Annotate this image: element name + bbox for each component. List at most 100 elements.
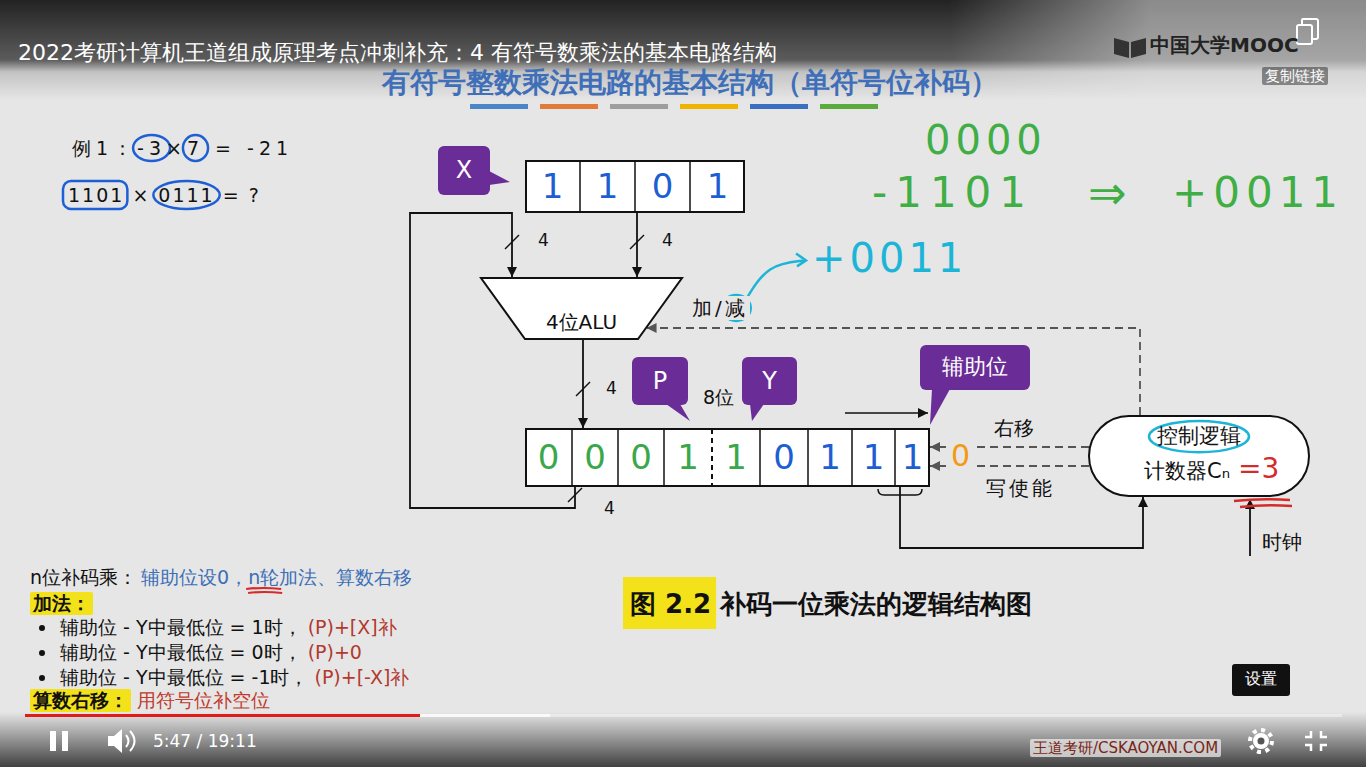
figure-caption-box: 图 2.2 补码一位乘法的逻辑结构图 [630,589,1032,620]
edge-label: 写使能 [984,476,1057,500]
cell-divider [617,429,619,486]
example-text-box: 例1：-3×7 = -21 [72,137,293,160]
callout-tag: Y [742,357,797,405]
rect-part [820,104,878,109]
edge-label: 加/减 [690,296,750,320]
fullscreen-icon [1305,731,1327,751]
handwritten-note: +0011 [812,234,967,282]
rect-part [25,714,1342,717]
data-bus-line [410,213,575,508]
red-underline [1234,499,1292,507]
rule-text-box: 辅助位设0，n轮加法、算数右移 [141,566,412,589]
rule-text: 辅助位 - Y中最低位 = 1时， [60,616,302,639]
cell-divider [851,429,853,486]
handwritten-note-box: 0000 [925,116,1047,164]
rule-heading: 算数右移： [30,689,131,712]
watermark: 王道考研/CSKAOYAN.COM [1030,739,1221,757]
cell-divider [571,429,573,486]
slide-title: 有符号整数乘法电路的基本结构（单符号位补码） [382,66,998,100]
node-text: 1 [690,166,745,207]
edge-label-box: 写使能 [984,476,1057,500]
callout-body [920,345,1030,390]
callout-body [742,357,797,405]
edge-label: 4 [660,230,675,250]
edge-label-box: 加/减 [690,296,750,320]
edge-label: 右移 [992,416,1036,440]
node-text: P [632,367,688,396]
cell-divider [759,429,761,486]
color-bar [470,104,878,109]
time-display-box: 5:47 / 19:11 [153,731,257,751]
rect-part [750,104,808,109]
rule-text-box: (P)+[-X]补 [314,666,409,689]
alu-outline [481,278,682,339]
path-part [1305,745,1311,751]
path-part [130,731,135,751]
path-part [1321,745,1327,751]
progress-bar [25,714,1342,717]
bus-width: 4 [604,498,615,518]
node-text: 1 [895,437,930,478]
edge-label-box: 4 [604,378,619,398]
rect-part [50,731,56,751]
rect-part [25,714,420,717]
data-bus-line [582,340,584,428]
bottom-shade [0,712,1366,767]
callout-body [632,357,688,405]
callout-tag: X [438,146,490,195]
path-part [1321,731,1327,737]
figure-caption: 图 2.2 补码一位乘法的逻辑结构图 [630,589,1032,620]
circle-part [39,675,45,681]
node-text: 1 [580,166,635,207]
circle-part [1258,738,1265,745]
node-text: 辅助位 [920,354,1030,380]
rect-part [610,104,668,109]
handwritten-note: +0011 [1172,168,1344,218]
rule-text: n位补码乘： [30,566,137,589]
node-text: X [438,156,490,185]
volume-icon [108,729,135,753]
rule-text-box: 辅助位 - Y中最低位 = 0时， [60,641,302,664]
node-text: 0 [618,437,664,478]
node-text: 计数器Cₙ [1144,459,1230,484]
path-part [126,735,129,747]
platform-logo: 中国大学MOOC [1150,33,1299,57]
path-part [1305,731,1311,737]
tooltip-text-box: 设置 [1245,669,1277,688]
signal-name-box: 时钟 [1262,530,1302,554]
rect-part [470,104,528,109]
rule-text-box: (P)+0 [308,641,362,664]
handwritten-note-box: =3 [1238,452,1279,486]
rule-heading-box: 加法： [30,592,93,615]
rule-heading: 加法： [30,592,93,615]
handwritten-note: ⇒ [1088,166,1127,221]
node-text: Y [742,367,797,396]
cell-divider [689,161,691,212]
rule-text: 辅助位 - Y中最低位 = -1时， [60,666,308,689]
tooltip-box [1232,664,1290,696]
path-part [1131,38,1146,58]
callout-tag: 辅助位 [920,345,1030,390]
copy-link: 复制链接 [1262,67,1328,85]
cell-divider [634,161,636,212]
time-display: 5:47 / 19:11 [153,731,257,751]
copy-icon [1297,19,1318,44]
handwritten-note-box: +0011 [1172,168,1344,218]
edge-label-box: 4 [660,230,675,250]
path-part [1114,38,1129,58]
rule-text-box: (P)+[X]补 [308,616,397,639]
register-width-box: 8位 [703,386,734,409]
node-text: 1 [525,166,580,207]
node-text: 1 [712,437,760,478]
rule-text-box: 辅助位 - Y中最低位 = 1时， [60,616,302,639]
stadium-outline [1089,416,1309,496]
rect-part [680,104,738,109]
rect-part [540,104,598,109]
handwritten-note: 0 [948,438,973,474]
node-text: 0 [760,437,808,478]
path-part [1240,505,1292,507]
register-frame [526,429,929,486]
rule-text-box: 辅助位 - Y中最低位 = -1时， [60,666,308,689]
rule-text: (P)+[-X]补 [314,666,409,689]
